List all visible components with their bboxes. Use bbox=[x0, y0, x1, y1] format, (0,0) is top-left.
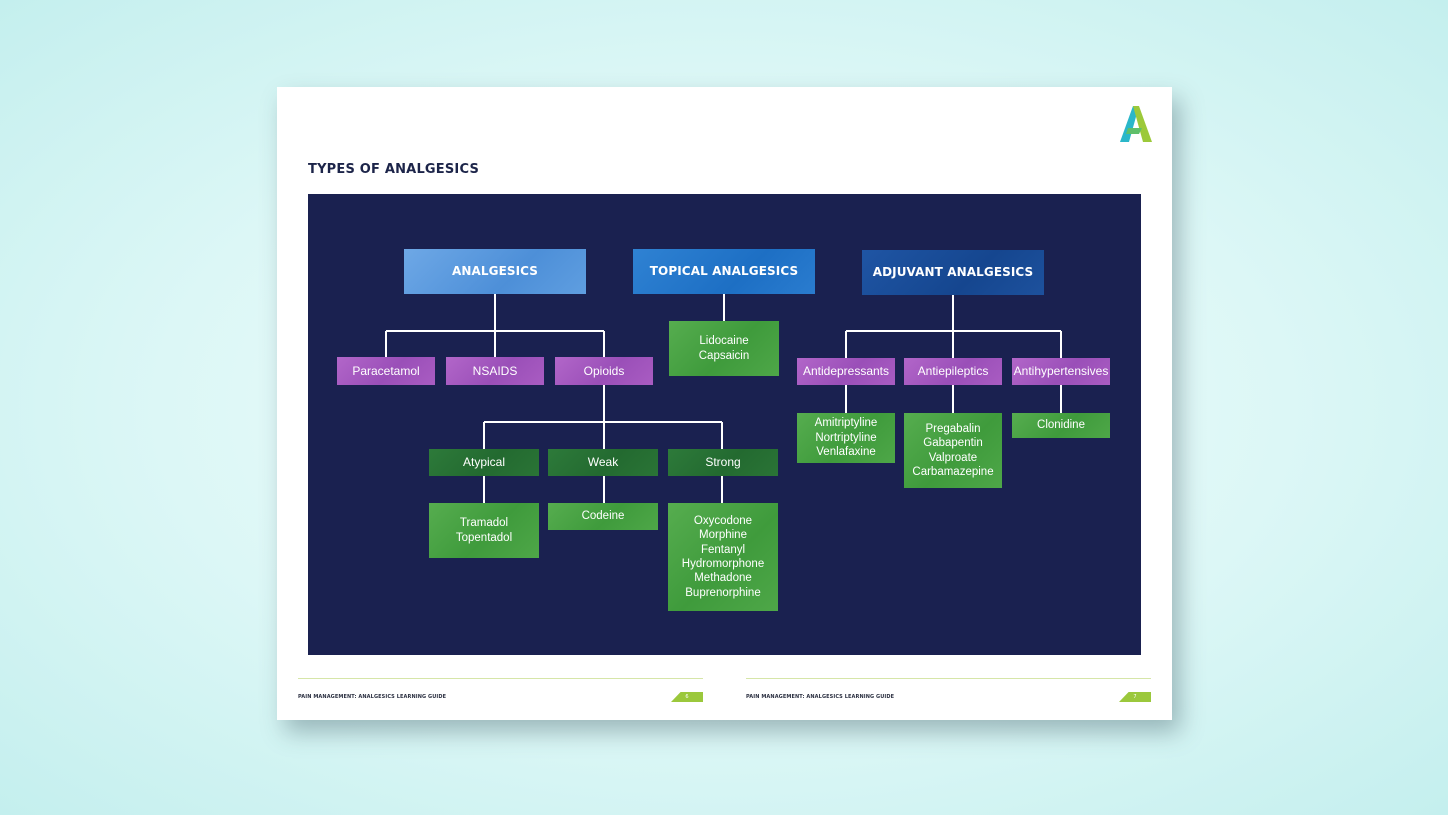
brand-logo-icon bbox=[1120, 106, 1152, 142]
node-opioids: Opioids bbox=[555, 357, 653, 385]
drug-item: Fentanyl bbox=[700, 543, 746, 556]
node-paracetamol: Paracetamol bbox=[337, 357, 435, 385]
drug-item: Gabapentin bbox=[923, 437, 983, 450]
drugs-antidepressants: Amitriptyline Nortriptyline Venlafaxine bbox=[797, 413, 895, 463]
guide-spread: TYPES OF ANALGESICS bbox=[277, 87, 1172, 720]
node-label: Antiepileptics bbox=[917, 364, 989, 378]
drug-item: Pregabalin bbox=[925, 422, 981, 435]
drug-item: Capsaicin bbox=[698, 349, 750, 362]
node-atypical: Atypical bbox=[429, 449, 539, 476]
drug-item: Methadone bbox=[694, 572, 752, 585]
node-antihypertensives: Antihypertensives bbox=[1012, 358, 1110, 385]
drug-item: Nortriptyline bbox=[815, 431, 877, 444]
header-analgesics-label: ANALGESICS bbox=[451, 264, 539, 278]
drugs-strong: Oxycodone Morphine Fentanyl Hydromorphon… bbox=[668, 503, 778, 611]
node-label: Opioids bbox=[583, 363, 625, 378]
diagram-connectors bbox=[385, 294, 1062, 503]
drug-item: Hydromorphone bbox=[681, 558, 765, 570]
footer-divider-right bbox=[746, 678, 1151, 679]
drug-item: Clonidine bbox=[1037, 419, 1085, 432]
node-label: Antidepressants bbox=[802, 364, 890, 378]
node-antidepressants: Antidepressants bbox=[797, 358, 895, 385]
node-antiepileptics: Antiepileptics bbox=[904, 358, 1002, 385]
node-label: Antihypertensives bbox=[1013, 364, 1109, 378]
header-adjuvant-label: ADJUVANT ANALGESICS bbox=[872, 265, 1034, 279]
drugs-antihypertensives: Clonidine bbox=[1012, 413, 1110, 438]
drugs-topical: Lidocaine Capsaicin bbox=[669, 321, 779, 376]
node-weak: Weak bbox=[548, 449, 658, 476]
drug-item: Carbamazepine bbox=[912, 465, 994, 478]
drug-item: Venlafaxine bbox=[816, 446, 876, 459]
drug-item: Buprenorphine bbox=[685, 586, 761, 599]
page-number-right: 7 bbox=[1119, 692, 1151, 702]
drug-item: Valproate bbox=[928, 451, 978, 464]
drugs-antiepileptics: Pregabalin Gabapentin Valproate Carbamaz… bbox=[904, 413, 1002, 488]
node-nsaids: NSAIDS bbox=[446, 357, 544, 385]
analgesics-diagram: ANALGESICS TOPICAL ANALGESICS ADJUVANT A… bbox=[308, 194, 1141, 655]
drugs-weak: Codeine bbox=[548, 503, 658, 530]
drug-item: Codeine bbox=[581, 510, 625, 523]
node-strong: Strong bbox=[668, 449, 778, 476]
drug-item: Tramadol bbox=[459, 517, 509, 530]
page-number-left: 6 bbox=[671, 692, 703, 702]
page-title: TYPES OF ANALGESICS bbox=[308, 162, 480, 177]
header-topical-analgesics: TOPICAL ANALGESICS bbox=[633, 249, 815, 294]
node-label: Atypical bbox=[462, 455, 506, 469]
header-analgesics: ANALGESICS bbox=[404, 249, 586, 294]
drug-item: Amitriptyline bbox=[814, 417, 878, 430]
drug-item: Topentadol bbox=[455, 531, 513, 544]
header-topical-label: TOPICAL ANALGESICS bbox=[649, 264, 799, 278]
drug-item: Oxycodone bbox=[693, 514, 753, 527]
node-label: Weak bbox=[587, 455, 619, 469]
node-label: Strong bbox=[705, 455, 741, 469]
footer-divider-left bbox=[298, 678, 703, 679]
header-adjuvant-analgesics: ADJUVANT ANALGESICS bbox=[862, 250, 1044, 295]
node-label: NSAIDS bbox=[472, 363, 518, 378]
footer-guide-title-left: PAIN MANAGEMENT: ANALGESICS LEARNING GUI… bbox=[298, 694, 447, 700]
node-label: Paracetamol bbox=[352, 363, 420, 378]
drugs-atypical: Tramadol Topentadol bbox=[429, 503, 539, 558]
drug-item: Lidocaine bbox=[699, 335, 749, 348]
footer-guide-title-right: PAIN MANAGEMENT: ANALGESICS LEARNING GUI… bbox=[746, 694, 895, 700]
drug-item: Morphine bbox=[699, 529, 747, 542]
